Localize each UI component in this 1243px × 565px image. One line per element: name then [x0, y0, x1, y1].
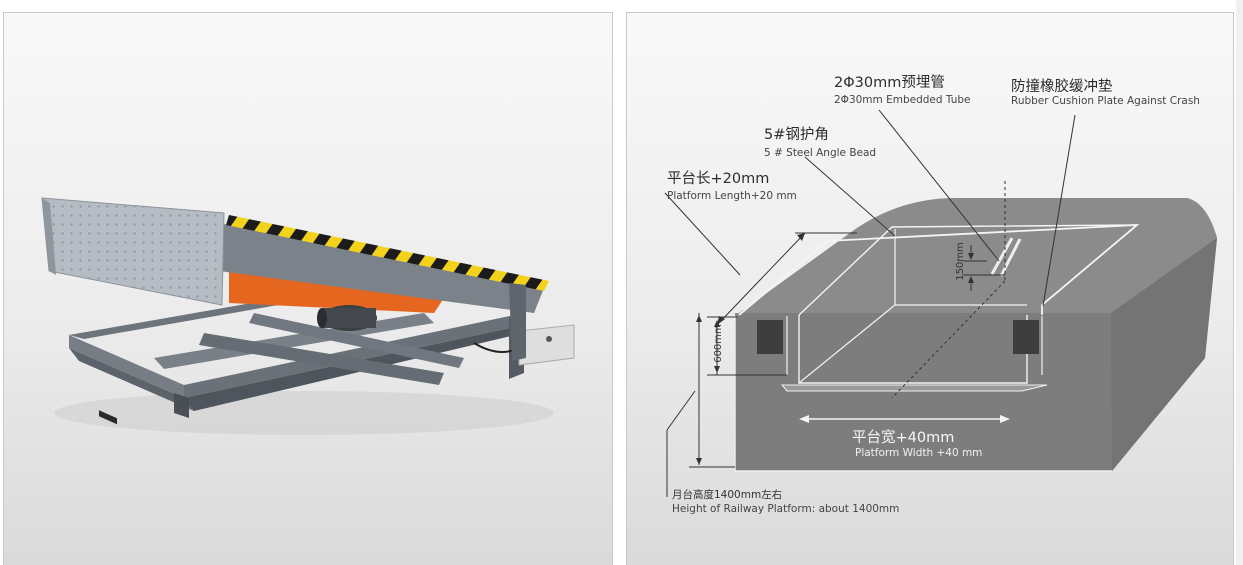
scrollbar-track[interactable]: [1236, 0, 1243, 565]
concrete-pit: [734, 198, 1217, 472]
rubber-cushion-label-en: Rubber Cushion Plate Against Crash: [1011, 95, 1200, 107]
platform-length-label-cn: 平台长+20mm: [667, 171, 770, 187]
dock-leveler-photo: [41, 197, 575, 435]
railway-height-label-cn: 月台高度1400mm左右: [672, 489, 783, 501]
dim-150-label: 150mm: [954, 242, 966, 281]
embedded-tube-1: [990, 237, 1014, 275]
leader-lines: [666, 109, 1076, 497]
platform-width-label-cn: 平台宽+40mm: [852, 430, 955, 446]
angle-bead-label-cn: 5#钢护角: [764, 127, 829, 143]
hazard-stripe: [226, 215, 549, 291]
platform-length-label-en: Platform Length+20 mm: [667, 190, 797, 202]
pit-diagram: [664, 109, 1217, 497]
product-photo-panel: [3, 12, 613, 565]
rubber-bumper-left: [757, 320, 783, 354]
deck-side: [219, 223, 544, 313]
deck-lip-plate: [41, 197, 225, 306]
pit-diagram-panel: 2Φ30mm预埋管 2Φ30mm Embedded Tube 防撞橡胶缓冲垫 R…: [626, 12, 1234, 565]
rubber-cushion-label-cn: 防撞橡胶缓冲垫: [1011, 79, 1113, 95]
embedded-tube-label-en: 2Φ30mm Embedded Tube: [834, 94, 971, 106]
embedded-tube-label-cn: 2Φ30mm预埋管: [834, 75, 945, 91]
platform-width-label-en: Platform Width +40 mm: [855, 447, 983, 459]
embedded-tube-2: [999, 238, 1022, 277]
rubber-bumper-right: [1013, 320, 1039, 354]
angle-bead-label-en: 5 # Steel Angle Bead: [764, 147, 877, 159]
platform-length-dimension: [664, 192, 857, 326]
dim-600-label: 600mm: [712, 324, 724, 363]
railway-height-label-en: Height of Railway Platform: about 1400mm: [672, 503, 900, 515]
hydraulic-motor: [317, 305, 377, 331]
